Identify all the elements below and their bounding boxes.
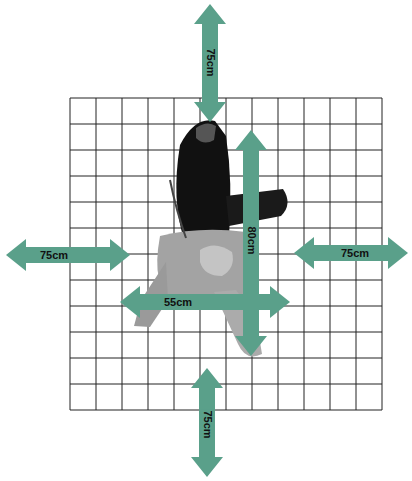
dimension-arrow bbox=[6, 239, 130, 271]
dimension-arrow bbox=[194, 4, 226, 122]
dimension-label: 75cm bbox=[203, 47, 216, 77]
dimension-label: 75cm bbox=[340, 247, 370, 260]
dimension-arrows bbox=[6, 4, 408, 477]
dimension-arrow bbox=[294, 237, 408, 269]
dimension-label: 75cm bbox=[39, 249, 69, 262]
dimension-arrow bbox=[191, 368, 223, 477]
dimension-label: 55cm bbox=[163, 296, 193, 309]
person-figure bbox=[134, 120, 288, 356]
dimension-arrow bbox=[235, 130, 267, 356]
dimension-arrow bbox=[120, 286, 290, 318]
dimension-label: 75cm bbox=[200, 409, 213, 439]
dimension-label: 80cm bbox=[244, 225, 257, 255]
